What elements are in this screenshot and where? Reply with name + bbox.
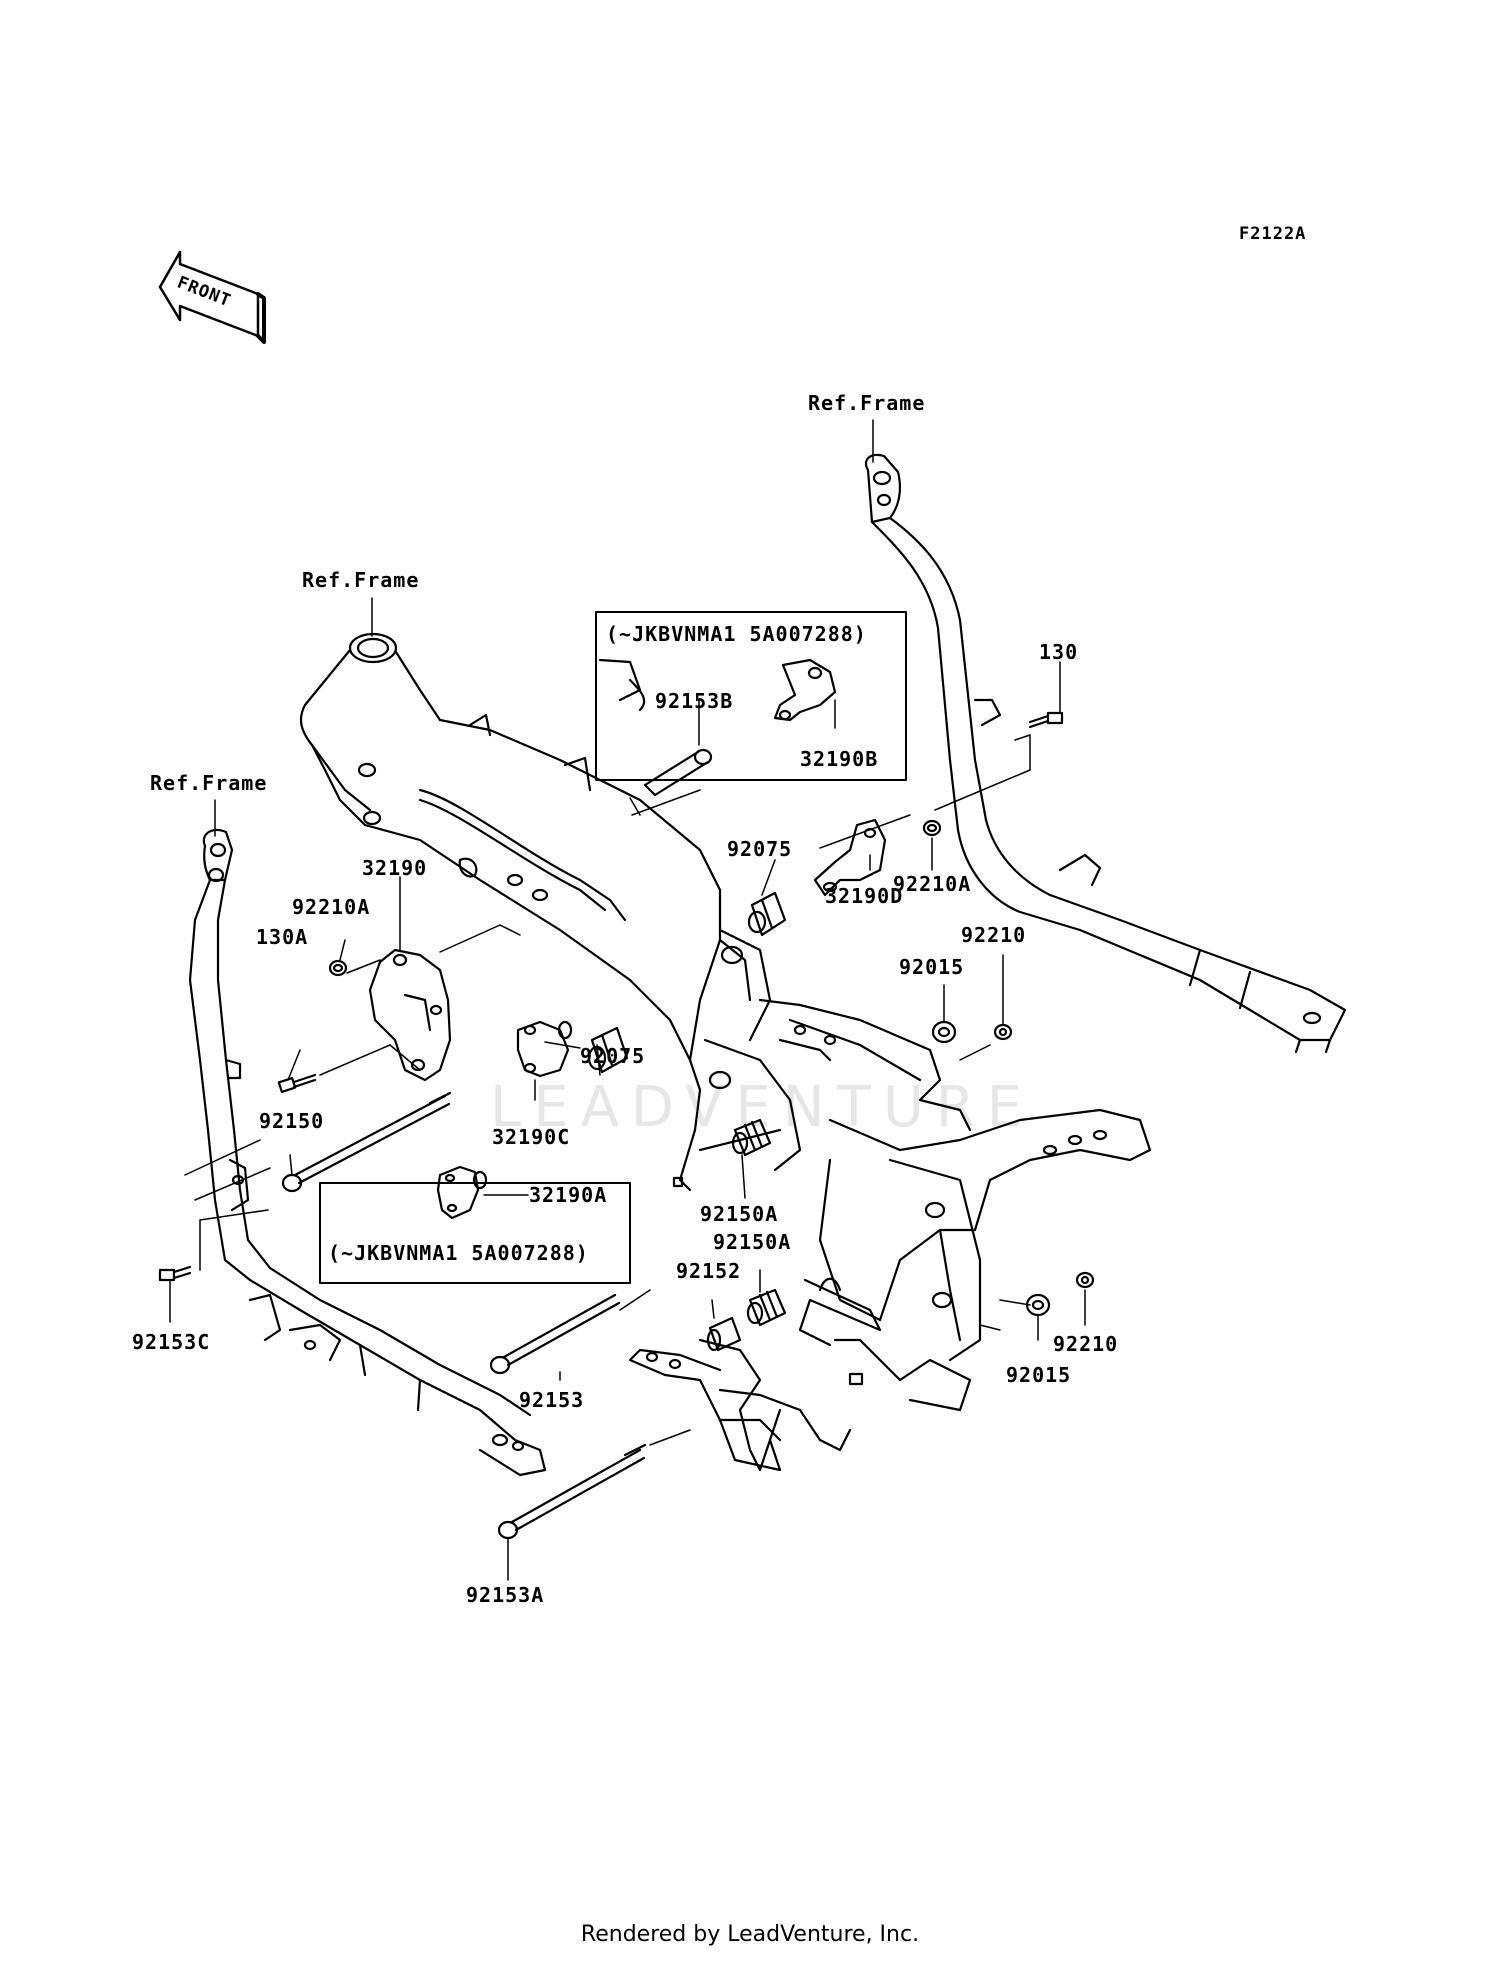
bolt-92153C-icon: [158, 1265, 192, 1282]
part-32190B: 32190B: [800, 747, 879, 771]
nut-92210A-right-icon: [922, 819, 942, 837]
spacer-92152-icon: [706, 1316, 742, 1352]
part-32190D: 32190D: [825, 884, 904, 908]
part-92210-bottom: 92210: [1053, 1332, 1119, 1356]
part-92015-bottom: 92015: [1006, 1363, 1072, 1387]
part-92152: 92152: [676, 1259, 742, 1283]
part-92153: 92153: [519, 1388, 585, 1412]
part-92153A: 92153A: [466, 1583, 545, 1607]
part-32190C: 32190C: [492, 1125, 571, 1149]
box-top-condition: (~JKBVNMA1 5A007288): [606, 622, 867, 646]
rear-frame-section: [628, 1108, 1152, 1472]
bolt-92153A-icon: [497, 1443, 647, 1540]
part-92150: 92150: [259, 1109, 325, 1133]
part-92150A-lower: 92150A: [713, 1230, 792, 1254]
bolt-92153B-icon: [643, 748, 713, 797]
box-bottom-condition: (~JKBVNMA1 5A007288): [328, 1241, 589, 1265]
condition-box-top: [595, 611, 907, 781]
frame-tube-right: [864, 453, 1347, 1054]
nut-92210-bottom-icon: [1075, 1271, 1095, 1289]
bolt-130A-icon: [277, 1073, 317, 1094]
footer-credit: Rendered by LeadVenture, Inc.: [580, 1922, 920, 1947]
bracket-32190: [368, 948, 452, 1082]
main-frame: [299, 632, 972, 1192]
bushing-92150A-lower-icon: [746, 1288, 787, 1327]
part-92210A-left: 92210A: [292, 895, 371, 919]
ref-frame-left: Ref.Frame: [150, 771, 268, 795]
bracket-32190B: [773, 658, 837, 722]
leader-lines: [169, 419, 1086, 1581]
ref-frame-center: Ref.Frame: [302, 568, 420, 592]
part-92150A-upper: 92150A: [700, 1202, 779, 1226]
diagram-code: F2122A: [1239, 224, 1307, 244]
part-32190A: 32190A: [529, 1183, 608, 1207]
frame-tube-left: [188, 828, 547, 1477]
bolt-130-icon: [1028, 711, 1064, 729]
part-92075-bottom: 92075: [580, 1044, 646, 1068]
part-92075-top: 92075: [727, 837, 793, 861]
part-92210A-right: 92210A: [893, 872, 972, 896]
part-92153C: 92153C: [132, 1330, 211, 1354]
front-arrow-icon: [158, 250, 266, 344]
bushing-92150A-upper-icon: [731, 1118, 772, 1157]
part-92015-top: 92015: [899, 955, 965, 979]
part-130A: 130A: [256, 925, 309, 949]
bolt-92153-icon: [489, 1293, 621, 1375]
nut-92210-top-icon: [993, 1023, 1013, 1041]
nut-92210A-left-icon: [328, 959, 348, 977]
condition-box-bottom: [319, 1182, 631, 1284]
bolt-92150-icon: [281, 1091, 452, 1193]
bracket-32190A: [436, 1165, 488, 1220]
washer-92015-top-icon: [931, 1020, 957, 1044]
ref-frame-top-right: Ref.Frame: [808, 391, 926, 415]
part-92210-top: 92210: [961, 923, 1027, 947]
part-32190: 32190: [362, 856, 428, 880]
part-130: 130: [1039, 640, 1079, 664]
bracket-32190C: [516, 1020, 573, 1078]
bushing-92075-top-icon: [747, 891, 787, 937]
part-92153B: 92153B: [655, 689, 734, 713]
